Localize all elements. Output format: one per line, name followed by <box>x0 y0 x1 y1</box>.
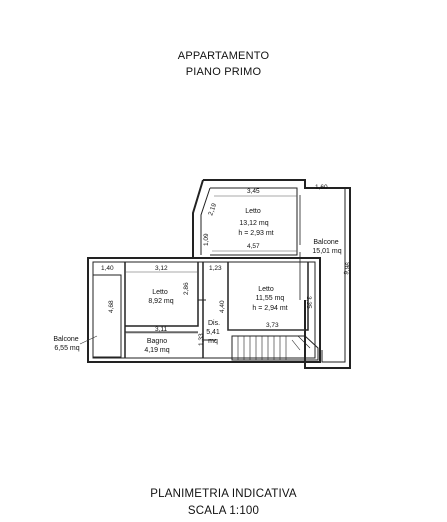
dim-312: 3,12 <box>155 265 168 272</box>
wall-upper-inner <box>200 187 298 256</box>
plan-title-line2: PIANO PRIMO <box>185 66 262 78</box>
dim-286: 2,86 <box>183 282 190 295</box>
dim-468: 4,68 <box>108 300 115 313</box>
room-dis-unit: mq <box>208 338 218 345</box>
room-letto-b-area: 11,55 mq <box>256 295 285 302</box>
room-bagno-area: 4,19 mq <box>144 347 169 354</box>
room-letto-c-name: Letto <box>152 289 168 296</box>
balcone-left-leader <box>79 335 98 345</box>
room-letto-a-area: 13,12 mq <box>239 220 268 227</box>
room-letto-b-height: h = 2,94 mt <box>252 305 287 312</box>
room-balcone-right-name: Balcone <box>313 239 338 246</box>
room-letto-a-height: h = 2,93 mt <box>238 230 273 237</box>
dim-123: 1,23 <box>209 265 222 272</box>
dim-160: 1,60 <box>315 184 328 191</box>
wall-upper-left-angled <box>192 179 204 258</box>
staircase-outline <box>231 335 319 361</box>
balcone-right-outline <box>305 187 346 363</box>
balcone-left-strip <box>92 274 122 358</box>
room-letto-a-name: Letto <box>245 208 261 215</box>
room-dis-name: Dis. <box>208 320 220 327</box>
dim-373: 3,73 <box>266 322 279 329</box>
room-balcone-left-area: 6,55 mq <box>54 345 79 352</box>
room-dis-area: 5,41 <box>206 329 220 336</box>
room-letto-c-area: 8,92 mq <box>148 298 173 305</box>
dim-133: 1,33 <box>198 333 205 346</box>
wall-lower-outer <box>87 257 321 363</box>
dim-345: 3,45 <box>247 188 260 195</box>
partition-letto-c <box>124 262 199 358</box>
dim-311: 3,11 <box>155 326 168 333</box>
dim-457: 4,57 <box>247 243 260 250</box>
footer-line2: SCALA 1:100 <box>187 505 260 517</box>
dim-109: 1,09 <box>203 233 210 246</box>
staircase-steps <box>237 335 311 360</box>
dim-140: 1,40 <box>101 265 114 272</box>
room-letto-b-name: Letto <box>258 286 274 293</box>
plan-title-line1: APPARTAMENTO <box>177 50 270 62</box>
dim-219: 2,19 <box>207 202 218 217</box>
dim-440: 4,40 <box>219 300 226 313</box>
wall-upper-outer <box>203 179 351 369</box>
room-balcone-left-name: Balcone <box>53 336 78 343</box>
footer-line1: PLANIMETRIA INDICATIVA <box>150 488 297 500</box>
dim-996: 9,96 <box>343 261 352 275</box>
room-bagno-name: Bagno <box>147 338 167 345</box>
room-balcone-right-area: 15,01 mq <box>312 248 341 255</box>
dim-335: 3,35 <box>305 296 312 309</box>
